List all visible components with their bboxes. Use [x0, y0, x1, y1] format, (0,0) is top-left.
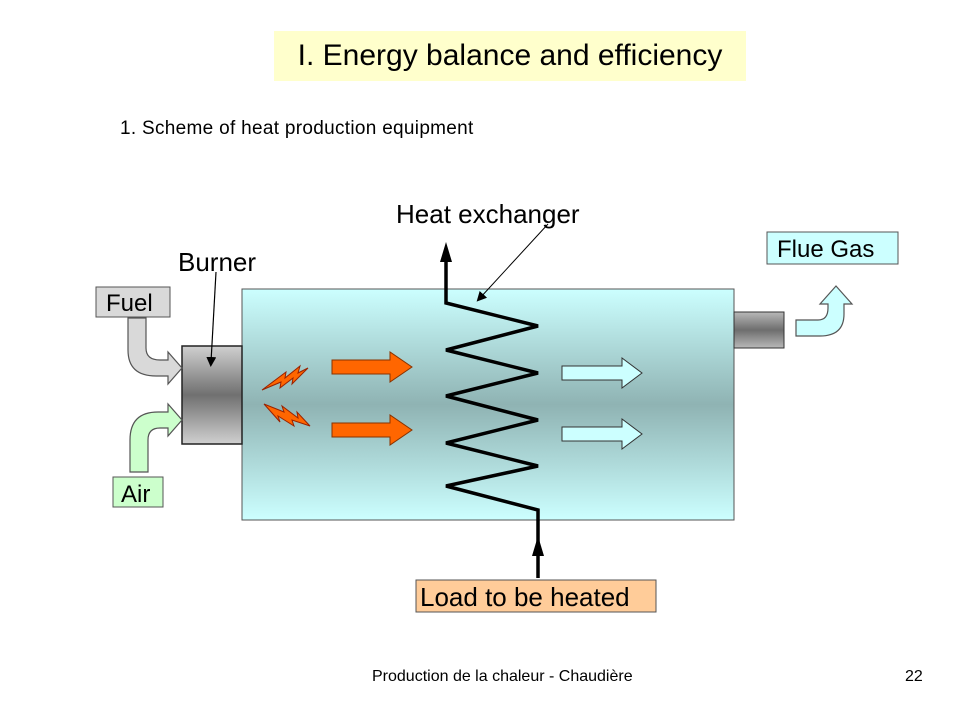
flame-icon — [261, 364, 309, 391]
flue-pipe — [733, 311, 785, 349]
heat-exchanger-label: Heat exchanger — [396, 199, 580, 229]
fuel-label-box — [95, 286, 171, 318]
flue-gas-label-box — [766, 231, 899, 265]
air-label-box — [112, 476, 164, 508]
cooled-gas-arrow — [561, 357, 643, 389]
slide-subtitle: 1. Scheme of heat production equipment — [120, 118, 474, 139]
slide-title-text: I. Energy balance and efficiency — [297, 39, 723, 72]
heat-exchanger-coil — [444, 255, 540, 578]
load-label: Load to be heated — [420, 582, 630, 612]
slide-title: I. Energy balance and efficiency — [274, 31, 746, 81]
load-label-box — [415, 579, 657, 613]
boiler-vessel — [241, 288, 735, 521]
footer-text: Production de la chaleur - Chaudière — [372, 668, 633, 685]
burner-block — [181, 345, 243, 445]
hot-gas-arrow — [331, 351, 413, 383]
flue-gas-label: Flue Gas — [777, 236, 874, 263]
air-label: Air — [121, 481, 150, 508]
fuel-label: Fuel — [106, 290, 153, 317]
page-number: 22 — [905, 668, 923, 685]
cooled-gas-arrow — [561, 418, 643, 450]
coil-inlet-arrow-icon — [532, 536, 544, 556]
flue-gas-outlet-arrow — [795, 285, 854, 337]
burner-leader — [206, 271, 217, 367]
air-inlet-arrow — [129, 402, 183, 473]
burner-label: Burner — [178, 247, 256, 277]
coil-outlet-arrow-icon — [440, 242, 452, 262]
flame-icon — [263, 403, 311, 428]
hot-gas-arrow — [331, 414, 413, 446]
fuel-inlet-arrow — [127, 317, 183, 386]
heat-exchanger-leader — [476, 223, 549, 302]
